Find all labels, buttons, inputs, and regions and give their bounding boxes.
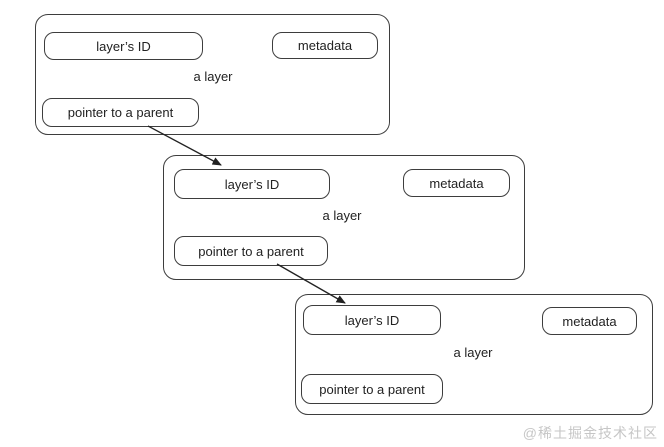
layer-3-metadata-box: metadata xyxy=(542,307,637,335)
layer-1-id-box: layer’s ID xyxy=(44,32,203,60)
layer-2-metadata-box: metadata xyxy=(403,169,510,197)
layer-2-caption: a layer xyxy=(322,208,362,223)
layer-1-metadata-box: metadata xyxy=(272,32,378,59)
layer-1-caption: a layer xyxy=(193,69,233,84)
watermark: @稀土掘金技术社区 xyxy=(522,425,658,441)
layer-2-pointer-to-parent-box: pointer to a parent xyxy=(174,236,328,266)
layer-2-id-box: layer’s ID xyxy=(174,169,330,199)
layer-1-pointer-to-parent-box: pointer to a parent xyxy=(42,98,199,127)
layer-3-pointer-to-parent-box: pointer to a parent xyxy=(301,374,443,404)
layer-3-id-box: layer’s ID xyxy=(303,305,441,335)
layer-3-caption: a layer xyxy=(453,345,493,360)
